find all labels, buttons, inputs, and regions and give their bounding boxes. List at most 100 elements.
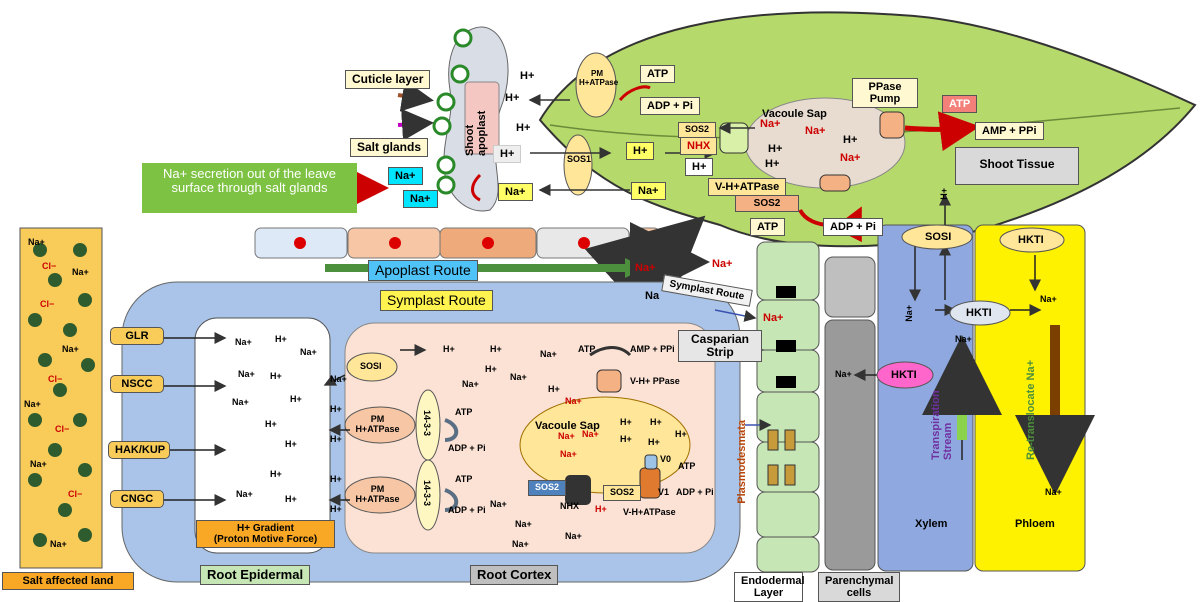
h-label: H+	[768, 143, 783, 155]
cortex-sosi-label: SOSI	[360, 361, 382, 371]
casparian-band	[776, 376, 796, 388]
1433-ellipse	[415, 459, 441, 531]
arrow	[323, 374, 346, 386]
h-label: H+	[516, 122, 531, 134]
cortex-pm-label: PM H+ATPase	[355, 414, 400, 434]
shoot-pm-atpase-ellipse	[575, 52, 617, 118]
red-curve	[618, 85, 651, 102]
h-label: H+	[330, 504, 342, 514]
soil-cl: Cl−	[68, 489, 83, 499]
channel-cngc: CNGC	[110, 490, 164, 509]
na-red: Na+	[635, 262, 656, 274]
leaf-sos2-label: SOS2	[678, 122, 717, 138]
shoot-tissue-label: Shoot Tissue	[955, 147, 1079, 185]
atp-label: ATP	[455, 474, 473, 484]
hkti-xylem-ellipse	[949, 300, 1011, 326]
v-atpase-label: V-H+ATPase	[708, 178, 787, 197]
h-label: H+	[330, 404, 342, 414]
h-box: H+	[493, 145, 522, 164]
h-label: H+	[443, 344, 455, 354]
cuticle-layer-label: Cuticle layer	[345, 70, 431, 90]
v1-label: V1	[658, 487, 670, 497]
shoot-apoplast-box	[464, 81, 500, 155]
soil-particles	[28, 243, 95, 547]
na-box: Na+	[498, 183, 533, 202]
atp-label: ATP	[750, 218, 786, 237]
hkti-label: HKTI	[891, 369, 917, 381]
v0-cylinder	[644, 454, 658, 470]
na-red: Na+	[582, 429, 599, 439]
cortex-sos2-box: SOS2	[528, 480, 567, 496]
phloem-label: Phloem	[1015, 518, 1055, 530]
na-label: Na+	[1040, 294, 1057, 304]
adp-pi-label: ADP + Pi	[448, 443, 486, 453]
symplast-route-label: Symplast Route	[380, 290, 493, 312]
na-label: Na+	[565, 531, 582, 541]
cortex-sos2-box: SOS2	[603, 485, 642, 501]
leaf-vacuole-label: Vacoule Sap	[762, 108, 827, 120]
v-atpase-cylinder	[819, 174, 851, 192]
na-label: Na+	[904, 305, 914, 322]
plasmodesmata-label: Plasmodesmata	[736, 420, 748, 504]
soil-na: Na+	[24, 399, 41, 409]
na-red: Na+	[763, 312, 784, 324]
nucleus	[578, 237, 590, 249]
h-label: H+	[285, 439, 297, 449]
gray-curve	[444, 488, 459, 512]
atp-label: ATP	[455, 407, 473, 417]
soil-na: Na+	[28, 237, 45, 247]
na-red: Na+	[712, 258, 733, 270]
shoot-sos1-ellipse	[563, 134, 593, 196]
na-label: Na+	[510, 372, 527, 382]
h-label: H+	[330, 434, 342, 444]
soil-na: Na+	[30, 459, 47, 469]
h-box: H+	[685, 158, 714, 177]
gradient-line2: (Proton Motive Force)	[213, 534, 318, 545]
v-atpase-label: V-H+ATPase	[623, 507, 676, 517]
stele-sosi-label: SOSI	[925, 231, 952, 243]
plasmodesma	[767, 429, 779, 451]
soil-na: Na+	[62, 344, 79, 354]
shoot-sos1-label: SOS1	[567, 154, 592, 164]
upward-arrow	[584, 215, 706, 333]
na-red: Na+	[840, 152, 861, 164]
cortex-vacuole	[519, 396, 691, 494]
h-label: H+	[285, 494, 297, 504]
cortex-nhx-cylinder	[565, 475, 591, 505]
h-box: H+	[626, 142, 655, 161]
leaf-nhx-label: NHX	[680, 137, 718, 156]
xylem-label: Xylem	[915, 518, 948, 530]
soil-na: Na+	[50, 539, 67, 549]
h-label: H+	[290, 394, 302, 404]
nucleus	[482, 237, 494, 249]
h-label: H+	[843, 134, 858, 146]
na-label: Na+	[238, 369, 255, 379]
cortex-pm-label: PM H+ATPase	[355, 484, 400, 504]
cortex-nhx-label: NHX	[560, 501, 580, 511]
casparian-band	[776, 340, 796, 352]
apoplast-route-label: Apoplast Route	[368, 260, 478, 282]
cortex-pm-ellipse	[344, 476, 416, 514]
h-label: H+	[620, 434, 632, 444]
v-ppase-label: V-H+ PPase	[630, 376, 680, 386]
h-label: H+	[270, 371, 282, 381]
na-red: Na+	[760, 118, 781, 130]
adp-pi-label: ADP + Pi	[448, 505, 486, 515]
cortex-vacuole-label: Vacoule Sap	[535, 420, 600, 432]
nucleus	[389, 237, 401, 249]
1433-label: 14-3-3	[421, 480, 432, 507]
salt-glands-label: Salt glands	[350, 138, 429, 158]
gland-cell	[450, 64, 470, 84]
h-label: H+	[520, 70, 535, 82]
h-label: H+	[330, 474, 342, 484]
root-epidermal-label: Root Epidermal	[200, 565, 311, 586]
na-box: Na+	[631, 182, 666, 201]
na-red: Na+	[558, 431, 575, 441]
transpiration-label: Transpiration Stream	[930, 390, 955, 460]
secretion-note-box: Na+ secretion out of the leave surface t…	[142, 163, 357, 213]
parenchymal-label: Parenchymal cells	[818, 572, 900, 602]
na-label: Na+	[955, 334, 972, 344]
ppase-pump-label: PPase Pump	[852, 78, 918, 109]
h-label: H+	[765, 158, 780, 170]
arrow	[714, 309, 757, 322]
